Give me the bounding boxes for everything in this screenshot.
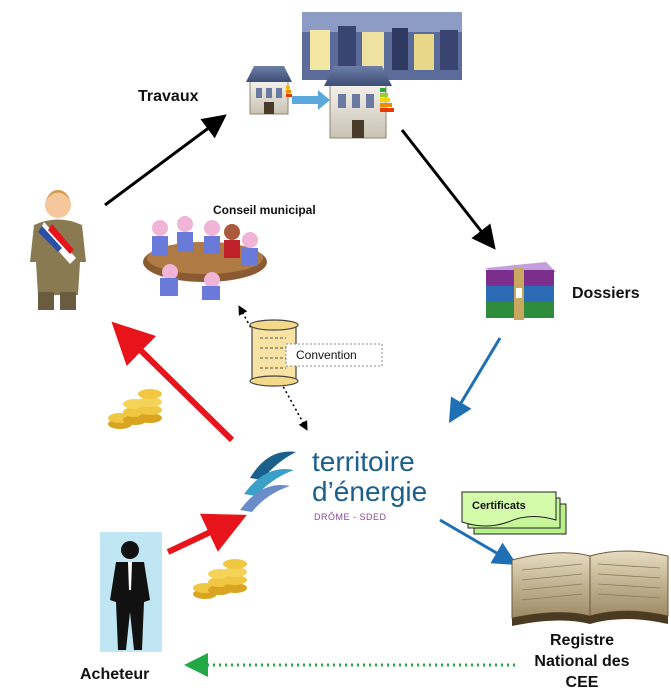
arrow-sded-to-registre	[439, 518, 518, 566]
arrow-sded-to-maire	[111, 321, 235, 443]
certificates-icon	[461, 491, 567, 535]
buyer-figure	[100, 532, 162, 652]
sded-logo-mark	[240, 451, 296, 512]
coins-icon-left	[108, 389, 162, 429]
certificats-label: Certificats	[472, 500, 526, 512]
convention-label-box	[285, 343, 383, 367]
registre-label-line1: Registre	[549, 632, 615, 649]
arrow-maire-to-travaux	[104, 114, 227, 207]
registre-label-line2: National des	[534, 653, 630, 670]
convention-label: Convention	[296, 348, 357, 362]
transform-arrow-icon	[292, 90, 330, 110]
building-before-icon	[246, 66, 292, 115]
city-photo	[302, 12, 462, 80]
logo-text-line2: d’énergie	[312, 476, 428, 507]
arrow-travaux-to-dossiers	[400, 129, 496, 250]
registre-label-line3: CEE	[565, 674, 599, 691]
logo-text-line1: territoire	[312, 446, 415, 477]
arrow-dossiers-to-sded	[448, 337, 502, 424]
binders-icon	[486, 262, 556, 320]
acheteur-label: Acheteur	[80, 666, 150, 683]
mayor-figure	[30, 190, 86, 310]
council-meeting-icon	[143, 216, 267, 300]
arrow-acheteur-to-sded	[166, 513, 247, 555]
coins-icon-bottom	[193, 559, 247, 599]
conseil-municipal-label: Conseil municipal	[213, 203, 316, 217]
registry-book-icon	[511, 550, 669, 626]
logo-subtitle: DRÔME - SDED	[314, 512, 387, 522]
building-after-icon	[324, 66, 394, 139]
travaux-label: Travaux	[138, 88, 199, 105]
dossiers-label: Dossiers	[572, 285, 640, 302]
